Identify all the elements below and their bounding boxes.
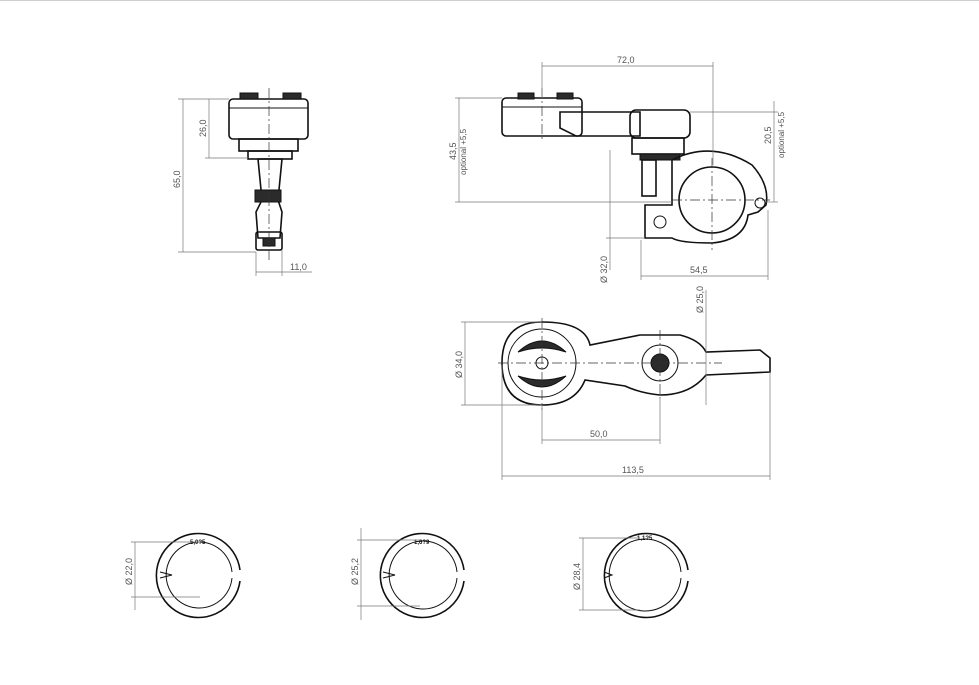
front-arm (559, 111, 641, 137)
plan-outline (501, 321, 771, 406)
shim-3-notch (603, 571, 614, 579)
shim-3-diameter: Ø 28,4 (572, 563, 582, 590)
shim-1-inner (165, 541, 233, 609)
shim-1-label: 5,0?5 (190, 540, 206, 546)
dim-clamp-diameter: Ø 32,0 (599, 256, 609, 283)
dim-plan-total: 113,5 (622, 465, 644, 475)
shim-1-outer (155, 532, 241, 619)
dim-top-height-note: optional +5,5 (459, 128, 468, 175)
shim-1: 5,0?5 Ø 22,0 (124, 532, 241, 619)
front-body (629, 109, 691, 139)
side-head-cap-right (282, 92, 302, 100)
shim-2-outer (379, 532, 465, 619)
shim-3-label: 1,1?5 (637, 536, 653, 542)
dim-top-length: 72,0 (617, 55, 635, 65)
side-stem-bolt (254, 189, 282, 203)
side-head-cap-left (239, 92, 259, 100)
side-head (228, 98, 309, 140)
shim-3: 1,1?5 Ø 28,4 (572, 532, 689, 619)
plan-view: Ø 34,0 Ø 25,0 50,0 113,5 (454, 286, 771, 480)
shim-2-inner (388, 540, 458, 610)
shim-2-notch (382, 571, 396, 579)
front-pivot (754, 197, 766, 209)
shim-1-notch (159, 571, 173, 579)
front-view: 72,0 43,5 optional +5,5 20,5 optional +5… (448, 55, 786, 283)
dim-side-head: 26,0 (198, 119, 208, 137)
shim-2-diameter: Ø 25,2 (350, 558, 360, 585)
dim-top-height: 43,5 (448, 142, 458, 160)
dim-plan-spacing: 50,0 (590, 429, 608, 439)
shim-1-diameter: Ø 22,0 (124, 558, 134, 585)
top-border (0, 0, 979, 1)
shim-3-outer (603, 532, 689, 619)
dim-top-right-height: 20,5 (763, 126, 773, 144)
side-stem (255, 158, 283, 239)
side-view: 65,0 26,0 11,0 (172, 88, 312, 276)
shim-2: 1,6?9 Ø 25,2 (350, 528, 465, 620)
front-lock (653, 215, 667, 229)
dim-top-right-note: optional +5,5 (777, 111, 786, 158)
shim-3-inner (608, 538, 682, 612)
shim-2-label: 1,6?9 (414, 540, 430, 546)
side-collar (238, 138, 299, 152)
dim-plan-width: Ø 34,0 (454, 351, 464, 378)
front-head-cap (517, 92, 535, 100)
dim-side-height: 65,0 (172, 170, 182, 188)
side-ring (247, 150, 293, 160)
dim-plan-bolt: Ø 25,0 (695, 286, 705, 313)
front-collar (631, 137, 685, 155)
front-neck (641, 159, 657, 197)
dim-side-width: 11,0 (290, 262, 307, 272)
front-clamp-outer (644, 150, 768, 244)
front-head-cap (556, 92, 574, 100)
dim-clamp-width: 54,5 (690, 265, 708, 275)
